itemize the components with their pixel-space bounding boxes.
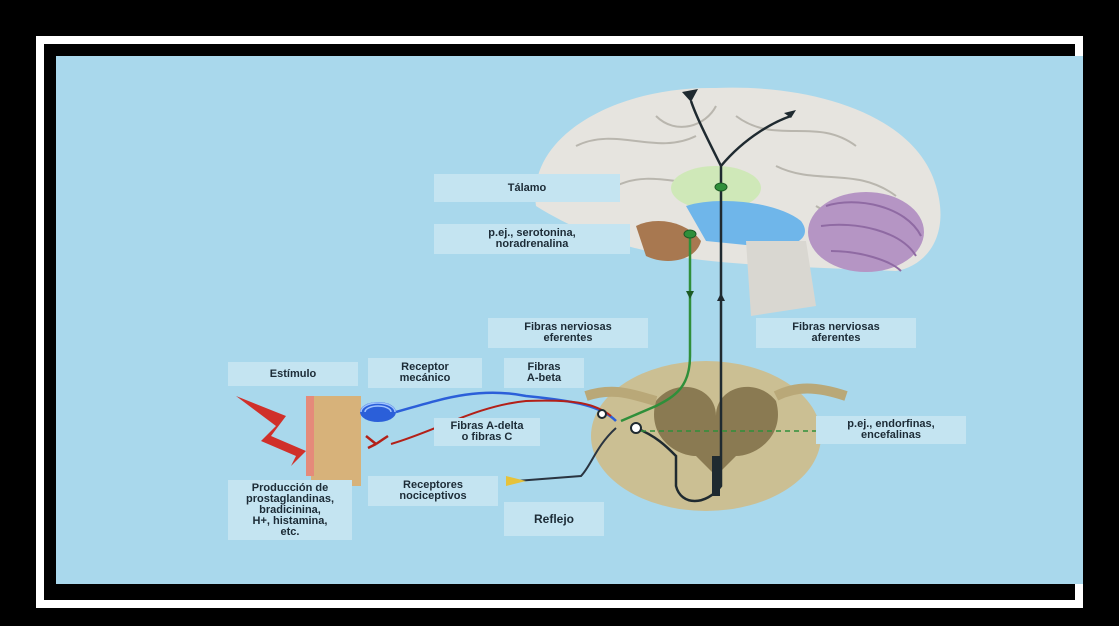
label-endorphins: p.ej., endorfinas, encefalinas [816,416,966,444]
label-abeta-fibers: Fibras A-beta [504,358,584,388]
brain-stem [746,241,816,316]
label-reflex: Reflejo [504,502,604,536]
label-adelta-fibers: Fibras A-delta o fibras C [434,418,540,446]
diagram-panel: Tálamo p.ej., serotonina, noradrenalina … [56,56,1083,584]
label-neurotransmitters: p.ej., serotonina, noradrenalina [434,224,630,254]
label-stimulus: Estímulo [228,362,358,386]
skin-stimulus-area [236,396,396,486]
label-nociceptors: Receptores nociceptivos [368,476,498,506]
spinal-cord-section [586,361,846,511]
nociceptor-ending-icon [366,436,388,448]
label-afferent-fibers: Fibras nerviosas aferentes [756,318,916,348]
lightning-stimulus-icon [236,396,306,466]
label-thalamus: Tálamo [434,174,620,202]
reflex-arrow-icon [506,476,526,486]
label-efferent-fibers: Fibras nerviosas eferentes [488,318,648,348]
label-mechanoreceptor: Receptor mecánico [368,358,482,388]
label-production: Producción de prostaglandinas, bradicini… [228,480,352,540]
